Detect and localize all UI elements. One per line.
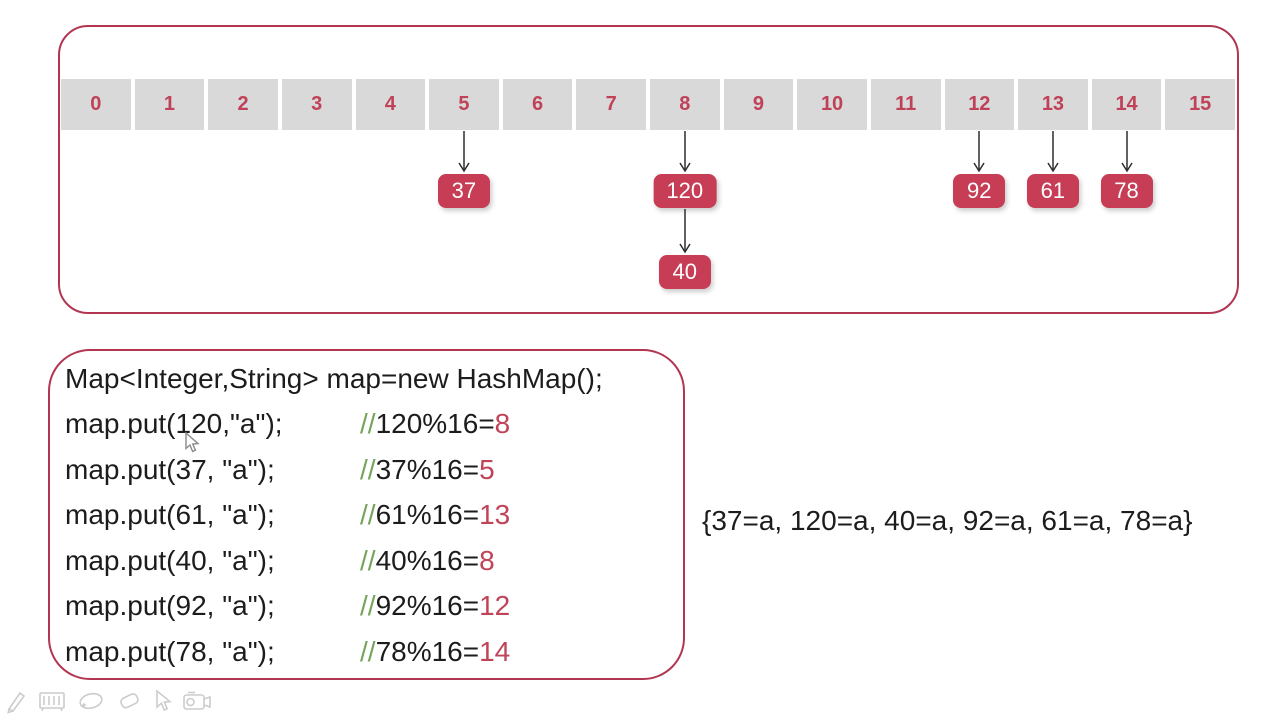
- modulo-comment: //40%16=8: [360, 544, 495, 576]
- code-statement: map.put(61, "a");: [65, 499, 275, 531]
- code-statement: map.put(92, "a");: [65, 590, 275, 622]
- eraser-icon[interactable]: [115, 689, 143, 713]
- bucket-index-cell: 4: [355, 79, 426, 130]
- code-line: map.put(40, "a"); //40%16=8: [50, 538, 683, 584]
- bucket-index-cell: 6: [502, 79, 573, 130]
- bucket-index-cell: 11: [870, 79, 941, 130]
- code-line: map.put(37, "a"); //37%16=5: [50, 447, 683, 493]
- bucket-index-cell: 3: [281, 79, 352, 130]
- bucket-index-cell: 9: [723, 79, 794, 130]
- bucket-index-cell: 12: [944, 79, 1015, 130]
- modulo-comment: //37%16=5: [360, 453, 495, 485]
- code-statement: map.put(37, "a");: [65, 453, 275, 485]
- bucket-index-cell: 15: [1165, 79, 1235, 130]
- modulo-comment: //78%16=14: [360, 635, 511, 667]
- code-statement: Map<Integer,String> map=new HashMap();: [65, 362, 603, 394]
- bucket-index-cell: 0: [61, 79, 131, 130]
- code-line: map.put(120,"a"); //120%16=8: [50, 402, 683, 448]
- bucket-index-cell: 2: [208, 79, 278, 130]
- code-statement: map.put(120,"a");: [65, 408, 283, 440]
- code-line: Map<Integer,String> map=new HashMap();: [50, 356, 683, 402]
- code-panel: Map<Integer,String> map=new HashMap(); ma…: [48, 349, 685, 680]
- hash-array-panel: [58, 25, 1239, 314]
- code-statement: map.put(40, "a");: [65, 544, 275, 576]
- bucket-index-cell: 7: [576, 79, 646, 130]
- camera-icon[interactable]: [181, 689, 213, 714]
- bucket-index-cell: 10: [797, 79, 867, 130]
- code-line: map.put(92, "a"); //92%16=12: [50, 584, 683, 630]
- pen-icon[interactable]: [4, 688, 28, 714]
- code-line: map.put(61, "a"); //61%16=13: [50, 493, 683, 539]
- bucket-index-cell: 14: [1091, 79, 1162, 130]
- modulo-comment: //120%16=8: [360, 408, 511, 440]
- code-line: map.put(78, "a"); //78%16=14: [50, 629, 683, 675]
- bucket-index-cell: 8: [650, 79, 720, 130]
- cursor-icon[interactable]: [152, 689, 172, 713]
- bucket-index-cell: 13: [1018, 79, 1088, 130]
- modulo-comment: //61%16=13: [360, 499, 511, 531]
- code-statement: map.put(78, "a");: [65, 635, 275, 667]
- whiteboard-icon[interactable]: [37, 689, 67, 713]
- map-tostring-output: {37=a, 120=a, 40=a, 92=a, 61=a, 78=a}: [702, 505, 1193, 536]
- bucket-index-cell: 1: [134, 79, 205, 130]
- bucket-index-cell: 5: [429, 79, 499, 130]
- annotation-toolbar: [4, 687, 213, 715]
- modulo-comment: //92%16=12: [360, 590, 511, 622]
- highlighter-ellipse-icon[interactable]: [76, 689, 106, 713]
